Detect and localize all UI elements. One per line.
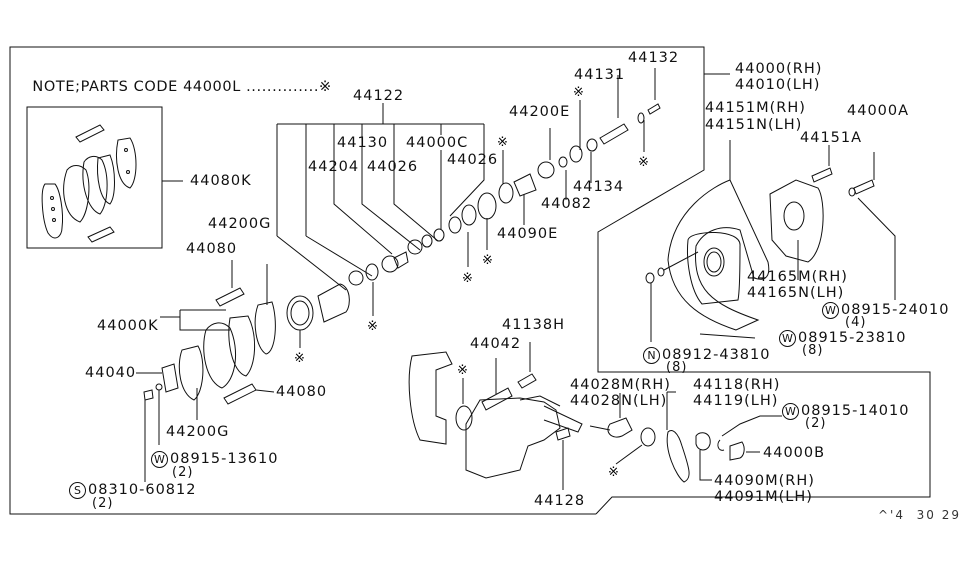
callout-44080k[interactable]: 44080K [190,173,252,189]
callout-44000b[interactable]: 44000B [763,445,826,461]
part-number: 08915-13610 [170,451,279,467]
part-number: 08310-60812 [88,482,197,498]
callout-44028m-rh[interactable]: 44028M(RH) [570,377,671,393]
callout-44090m-rh[interactable]: 44090M(RH) [714,473,815,489]
caliper-piston-stack [286,103,661,331]
callout-44128[interactable]: 44128 [534,493,586,509]
callout-44151m-rh[interactable]: 44151M(RH) [705,100,806,116]
part-number: 08915-23810 [798,330,907,346]
callout-44026-b[interactable]: 44026 [447,152,499,168]
qty-08310-60812: (2) [92,496,114,511]
part-number: 08912-43810 [662,347,771,363]
washer-marker-icon: W [779,330,796,347]
washer-marker-icon: W [782,403,799,420]
callout-44165m-rh[interactable]: 44165M(RH) [747,269,848,285]
washer-marker-icon: W [151,451,168,468]
svg-text:※: ※ [608,465,619,480]
callout-44130[interactable]: 44130 [337,135,389,151]
diagram-reference-code: ^'4 30 29 [878,508,961,522]
svg-text:※: ※ [497,135,508,150]
callout-44200e[interactable]: 44200E [509,104,571,120]
nut-marker-icon: N [643,347,660,364]
callout-44200g-bottom[interactable]: 44200G [166,424,230,440]
callout-44122[interactable]: 44122 [353,88,405,104]
callout-44118-rh[interactable]: 44118(RH) [693,377,781,393]
callout-44000k[interactable]: 44000K [97,318,159,334]
note-text: NOTE;PARTS CODE 44000L .............. [32,79,320,95]
qty-08915-13610: (2) [172,465,194,480]
svg-text:※: ※ [573,85,584,100]
pad-kit-box [26,106,163,249]
diagram-frame [9,46,931,515]
callout-44165n-lh[interactable]: 44165N(LH) [747,285,845,301]
part-number: 08915-24010 [841,302,950,318]
svg-text:※: ※ [482,253,493,268]
callout-44042[interactable]: 44042 [470,336,522,352]
screw-marker-icon: S [69,482,86,499]
washer-marker-icon: W [822,302,839,319]
callout-44151a[interactable]: 44151A [800,130,863,146]
pad-kit-illustration [41,124,137,243]
callout-44010-lh[interactable]: 44010(LH) [735,77,821,93]
callout-44200g-top[interactable]: 44200G [208,216,272,232]
callout-44026-a[interactable]: 44026 [367,159,419,175]
callout-44000-rh[interactable]: 44000(RH) [735,61,823,77]
part-number: 08915-14010 [801,403,910,419]
svg-text:※: ※ [638,155,649,170]
brake-pad-set [136,260,276,482]
leader-44122 [276,103,485,291]
callout-44028n-lh[interactable]: 44028N(LH) [570,393,668,409]
callout-44134[interactable]: 44134 [573,179,625,195]
callout-44000c[interactable]: 44000C [406,135,469,151]
callout-44132[interactable]: 44132 [628,50,680,66]
svg-text:※: ※ [367,319,378,334]
callout-44151n-lh[interactable]: 44151N(LH) [705,117,803,133]
asterisk-markers: ※ ※ ※ ※ ※ ※ ※ ※ ※ [294,85,649,480]
asterisk-icon: ※ [319,79,332,95]
svg-text:※: ※ [462,271,473,286]
backing-plate [645,140,896,342]
qty-08915-24010: (4) [845,315,867,330]
callout-44119-lh[interactable]: 44119(LH) [693,393,779,409]
svg-text:※: ※ [457,363,468,378]
callout-44082[interactable]: 44082 [541,196,593,212]
qty-08915-14010: (2) [805,416,827,431]
callout-44080-top[interactable]: 44080 [186,241,238,257]
callout-44000a[interactable]: 44000A [847,103,910,119]
upper-leaders [299,68,730,348]
callout-44040[interactable]: 44040 [85,365,137,381]
callout-44080-bottom[interactable]: 44080 [276,384,328,400]
svg-text:※: ※ [294,351,305,366]
qty-08912-43810: (8) [666,360,688,375]
callout-44131[interactable]: 44131 [574,67,626,83]
callout-44204[interactable]: 44204 [308,159,360,175]
callout-41138h[interactable]: 41138H [502,317,566,333]
qty-08915-23810: (8) [802,343,824,358]
caliper-housing [408,342,782,490]
parts-code-note: NOTE;PARTS CODE 44000L ..............※ [22,63,332,95]
callout-44090e[interactable]: 44090E [497,226,559,242]
callout-44091m-lh[interactable]: 44091M(LH) [714,489,813,505]
